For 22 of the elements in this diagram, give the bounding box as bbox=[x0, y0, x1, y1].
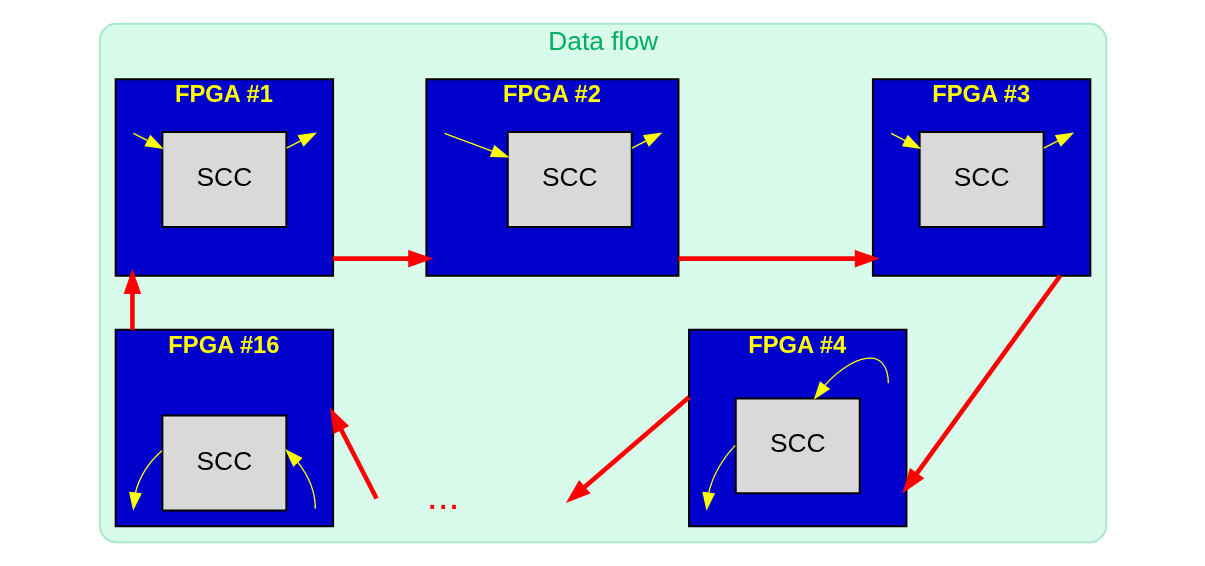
arrow bbox=[813, 357, 889, 400]
node-box: SCC bbox=[918, 131, 1045, 228]
arrow bbox=[443, 132, 509, 158]
arrow bbox=[284, 449, 316, 510]
label: ... bbox=[426, 472, 460, 517]
arrow bbox=[285, 132, 317, 149]
arrow bbox=[329, 407, 379, 500]
arrow bbox=[128, 450, 163, 511]
arrow bbox=[630, 132, 662, 149]
arrow bbox=[132, 132, 164, 149]
arrow bbox=[677, 249, 880, 268]
arrow bbox=[901, 274, 1062, 494]
node-box: SCC bbox=[160, 414, 287, 512]
node-box: SCC bbox=[734, 397, 861, 495]
arrow bbox=[332, 249, 433, 268]
arrow bbox=[123, 268, 141, 330]
arrow bbox=[701, 444, 736, 511]
arrow bbox=[889, 132, 921, 149]
arrow bbox=[1042, 132, 1074, 149]
node-box: SCC bbox=[160, 131, 287, 228]
node-box: SCC bbox=[506, 131, 633, 228]
arrow bbox=[565, 395, 690, 504]
